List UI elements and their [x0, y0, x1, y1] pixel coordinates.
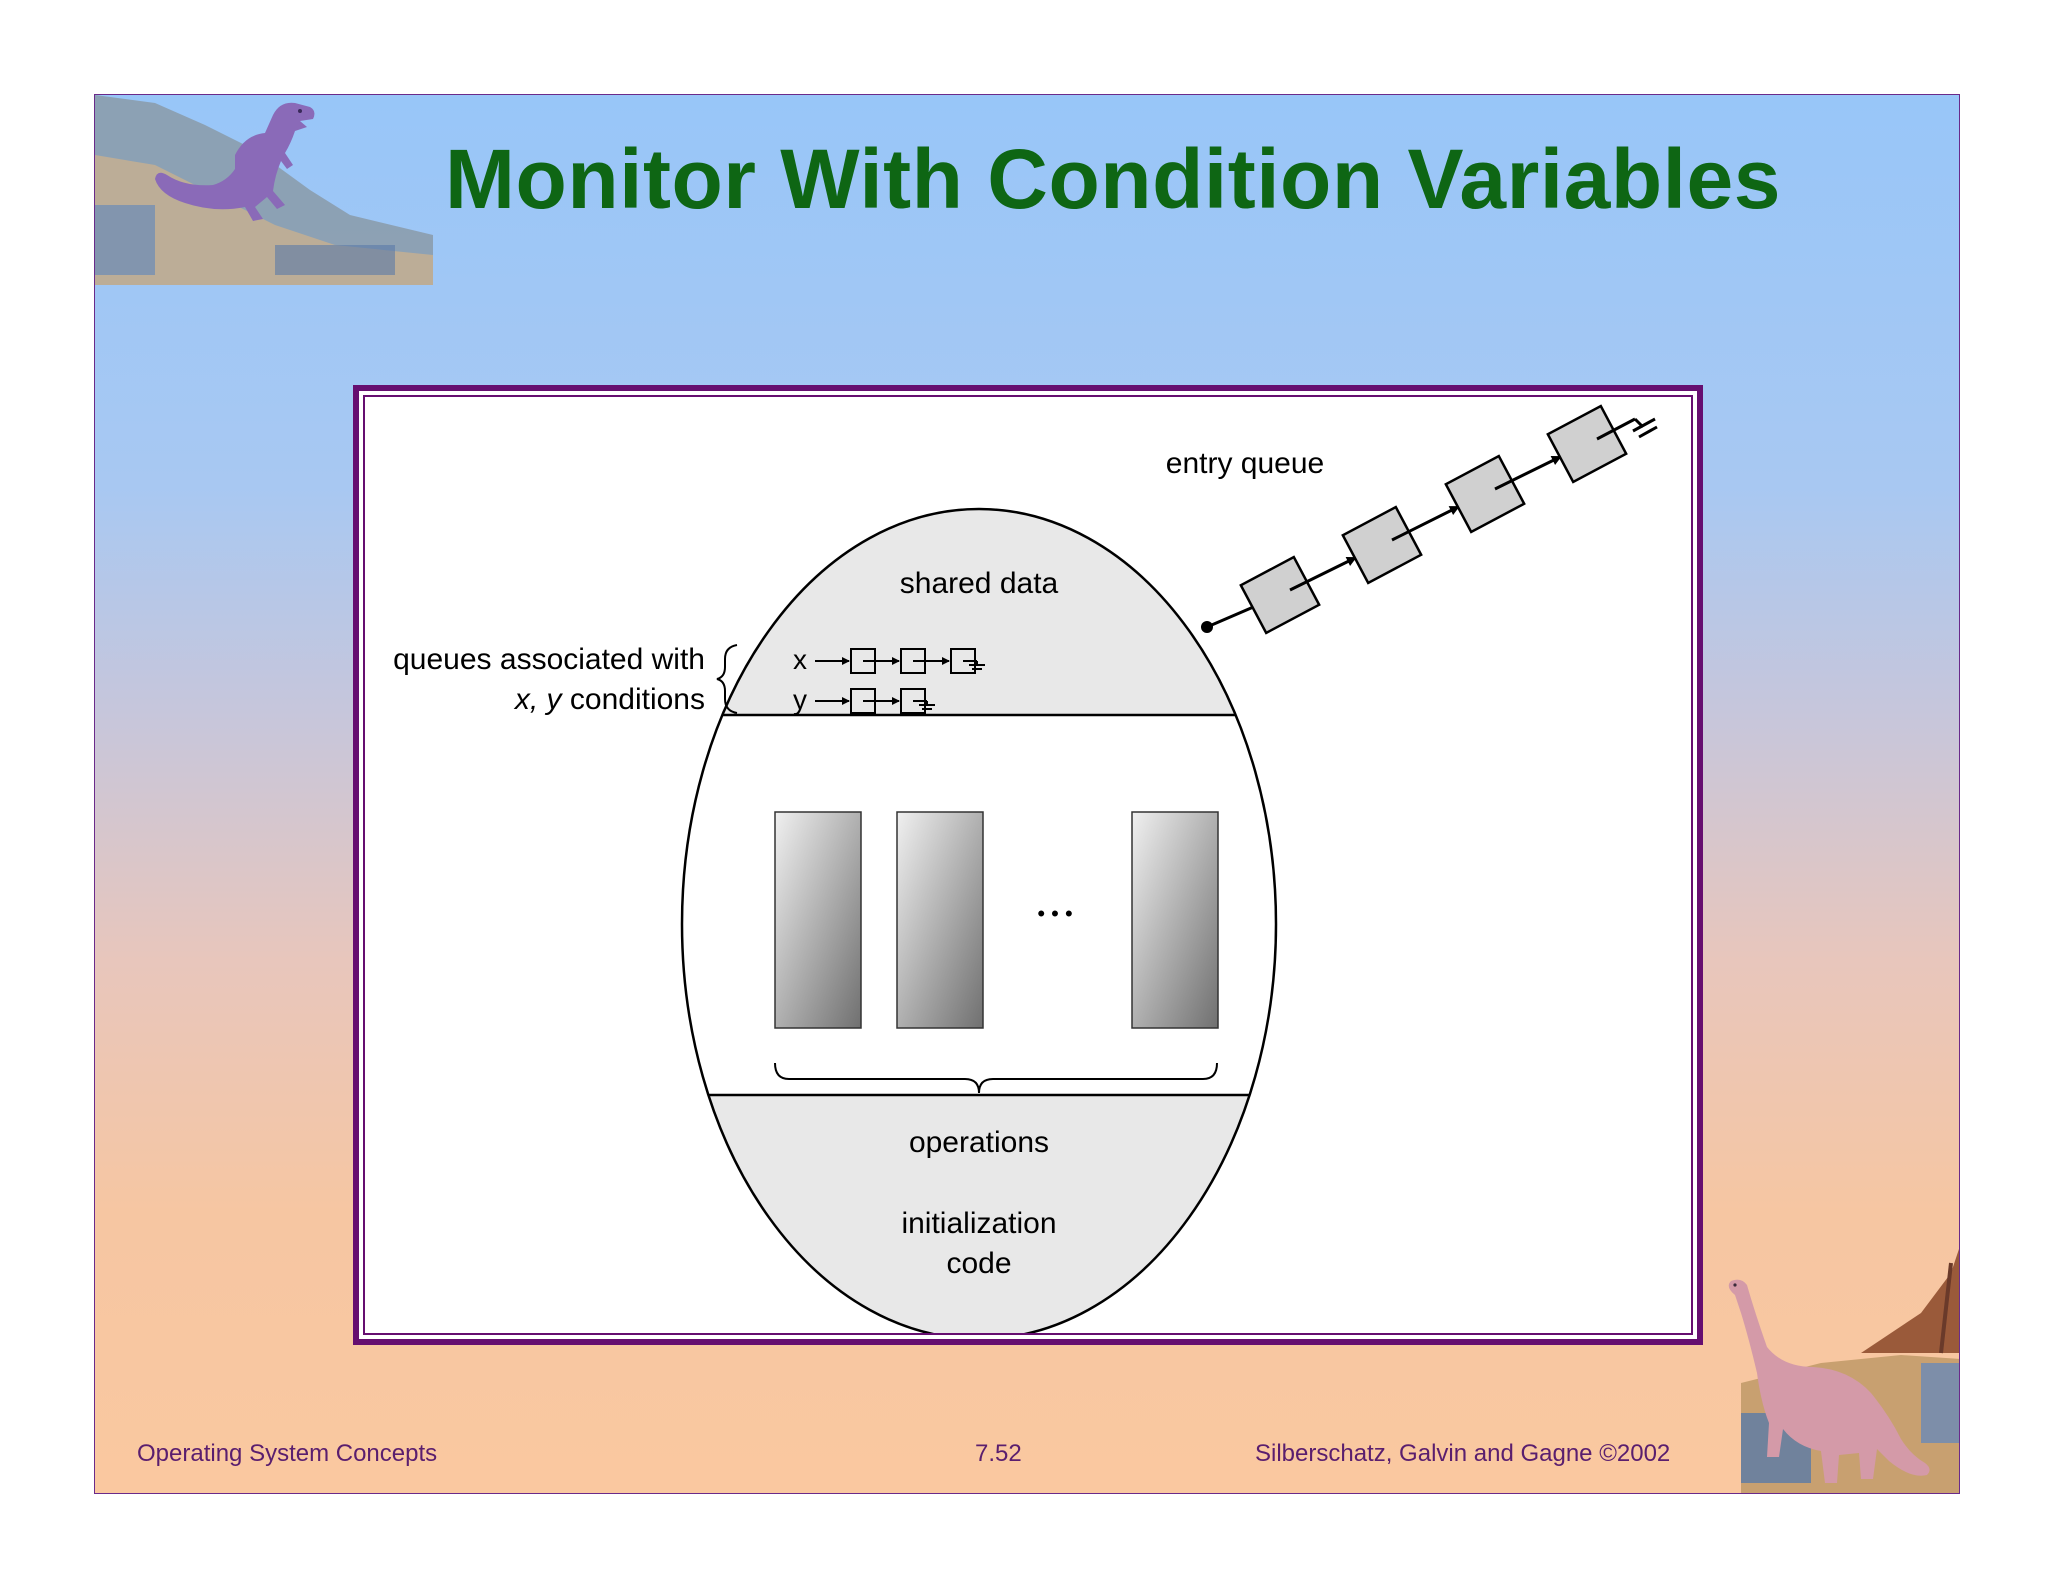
queues-brace: [716, 644, 738, 714]
condition-y-queue: [815, 688, 935, 714]
slide-title: Monitor With Condition Variables: [445, 132, 1781, 226]
operations-brace: [774, 1062, 1218, 1094]
condition-x-label: x: [793, 644, 807, 675]
brontosaurus-dinosaur-icon: [1728, 1249, 1959, 1493]
initialization-label-line1: initialization: [901, 1207, 1056, 1240]
queues-label-line2: x, y conditions: [513, 683, 705, 716]
trex-dinosaur-icon: [95, 95, 433, 285]
shared-data-region: [682, 509, 1276, 715]
condition-x-queue: [815, 648, 985, 674]
entry-queue: [1201, 404, 1658, 635]
monitor-diagram: shared data x y: [393, 404, 1658, 1333]
footer-slide-number: 7.52: [975, 1440, 1022, 1467]
queues-label-line1: queues associated with: [393, 643, 705, 676]
operation-box: [774, 811, 862, 1029]
diagram-frame: shared data x y: [353, 385, 1703, 1345]
slide: Monitor With Condition Variables: [94, 94, 1960, 1494]
shared-data-label: shared data: [900, 567, 1059, 600]
operations-label: operations: [909, 1126, 1049, 1159]
operation-box: [896, 811, 984, 1029]
condition-y-label: y: [793, 684, 807, 715]
footer-book-title: Operating System Concepts: [137, 1440, 438, 1467]
initialization-label-line2: code: [946, 1247, 1011, 1280]
monitor-outline: [680, 507, 1278, 1333]
entry-queue-label: entry queue: [1166, 447, 1324, 480]
operations-ellipsis: • • •: [1037, 901, 1072, 926]
footer-copyright: Silberschatz, Galvin and Gagne ©2002: [1255, 1440, 1671, 1467]
operation-box: [1131, 811, 1219, 1029]
